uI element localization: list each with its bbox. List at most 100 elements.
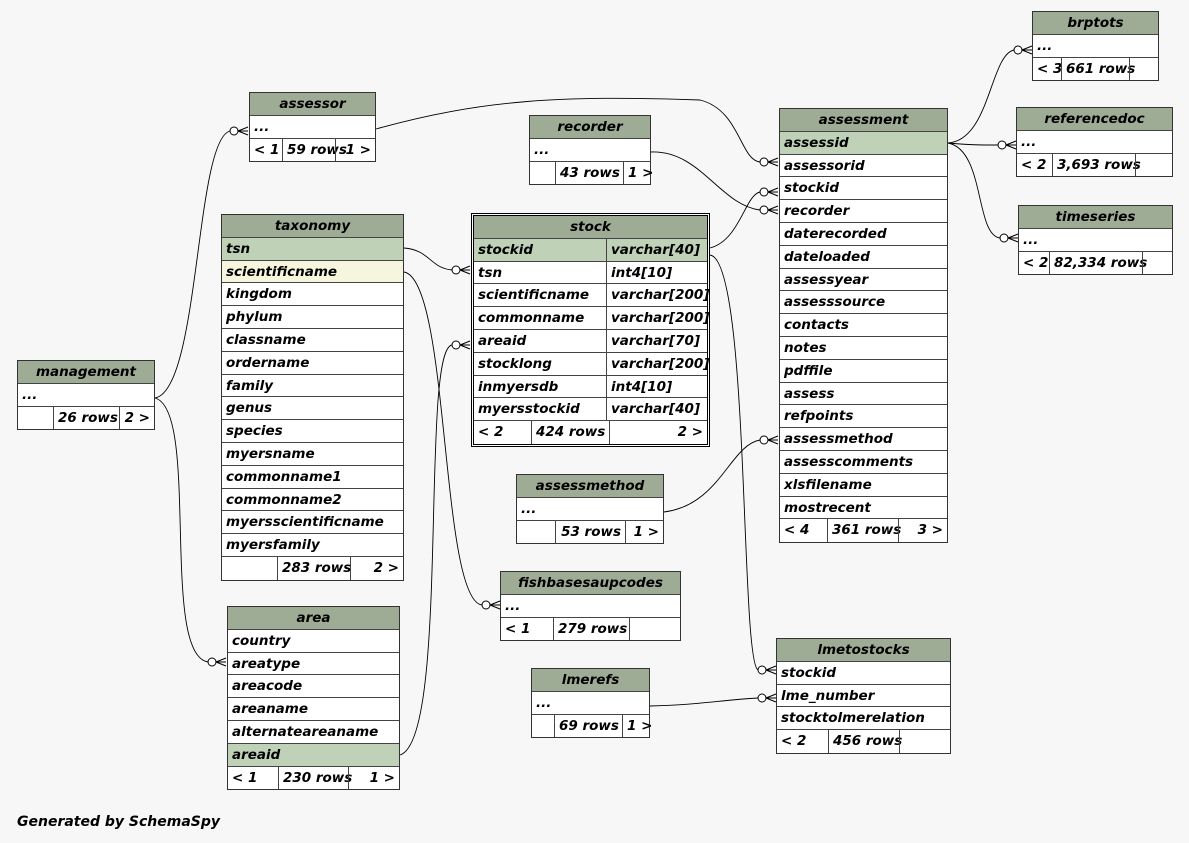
table-header[interactable]: lmetostocks (777, 639, 950, 662)
table-header[interactable]: assessment (780, 109, 947, 132)
table-header[interactable]: taxonomy (222, 215, 403, 238)
column-row[interactable]: commonname1 (222, 466, 403, 489)
column-row[interactable]: mostrecent (780, 497, 947, 520)
column-row[interactable]: recorder (780, 200, 947, 223)
column-row[interactable]: areatype (228, 653, 399, 676)
column-row[interactable]: assessyear (780, 269, 947, 292)
column-row[interactable]: stocktolmerelation (777, 707, 950, 731)
column-row[interactable]: myersfamily (222, 534, 403, 557)
column-row[interactable]: notes (780, 337, 947, 360)
column-row[interactable]: tsn (222, 237, 403, 261)
column-row[interactable]: phylum (222, 306, 403, 329)
children-count[interactable]: 3 > (898, 519, 947, 543)
children-count[interactable]: 1 > (335, 138, 375, 162)
column-row[interactable]: ... (1019, 229, 1172, 252)
parents-count[interactable]: < 1 (505, 620, 531, 637)
table-header[interactable]: assessor (250, 93, 375, 116)
children-count[interactable] (1135, 153, 1172, 177)
column-row[interactable]: assesscomments (780, 451, 947, 474)
table-header[interactable]: recorder (530, 116, 650, 139)
column-row[interactable]: ... (517, 498, 663, 521)
parents-count[interactable] (222, 557, 277, 580)
table-header[interactable]: area (228, 607, 399, 630)
column-row[interactable]: stockid (777, 662, 950, 685)
children-count[interactable]: 1 > (623, 161, 653, 185)
column-row[interactable]: assessmethod (780, 428, 947, 451)
column-row[interactable]: ... (1017, 131, 1172, 154)
column-row[interactable]: dateloaded (780, 246, 947, 269)
parents-count[interactable] (517, 521, 555, 544)
column-row[interactable]: ... (250, 116, 375, 139)
column-row[interactable]: country (228, 630, 399, 653)
column-row[interactable]: ordername (222, 352, 403, 375)
table-header[interactable]: brptots (1033, 12, 1158, 35)
children-count[interactable] (1129, 57, 1158, 81)
parents-count[interactable] (530, 162, 555, 185)
parents-count[interactable] (18, 407, 53, 430)
column-row[interactable]: kingdom (222, 283, 403, 307)
children-count[interactable]: 1 > (625, 520, 663, 544)
column-row[interactable]: ... (1033, 35, 1158, 58)
column-row[interactable]: classname (222, 329, 403, 352)
column-row[interactable]: areacode (228, 675, 399, 699)
table-header[interactable]: assessmethod (517, 475, 663, 498)
column-row[interactable]: assess (780, 383, 947, 406)
children-count[interactable]: 1 > (348, 766, 399, 790)
children-count[interactable]: 1 > (622, 714, 652, 738)
parents-count[interactable]: < 2 (1021, 156, 1047, 173)
column-row[interactable]: pdffile (780, 360, 947, 383)
column-row[interactable]: alternateareaname (228, 721, 399, 744)
column-row[interactable]: assesssource (780, 291, 947, 315)
children-count[interactable]: 2 > (119, 406, 154, 430)
column-row[interactable]: ... (530, 139, 650, 162)
parents-count[interactable]: < 2 (1023, 254, 1049, 271)
children-count[interactable]: 2 > (609, 421, 707, 444)
parents-count[interactable]: < 1 (254, 141, 280, 158)
column-row[interactable]: ... (18, 384, 154, 407)
table-header[interactable]: fishbasesaupcodes (501, 572, 680, 595)
column-row[interactable]: contacts (780, 314, 947, 337)
column-row[interactable]: scientificname (222, 260, 403, 284)
column-row[interactable]: commonname2 (222, 489, 403, 512)
children-count[interactable] (1142, 251, 1172, 275)
column-row[interactable]: stockid (780, 177, 947, 201)
column-row[interactable]: myersname (222, 443, 403, 466)
table-header[interactable]: referencedoc (1017, 108, 1172, 131)
table-header[interactable]: lmerefs (532, 669, 649, 692)
column-row[interactable]: lme_number (777, 685, 950, 708)
column-row[interactable]: assessorid (780, 155, 947, 178)
column-row[interactable]: family (222, 375, 403, 398)
parents-count[interactable]: < 2 (781, 733, 807, 750)
parents-count[interactable]: < 2 (478, 424, 504, 441)
column-row[interactable]: daterecorded (780, 223, 947, 246)
column-row[interactable]: species (222, 420, 403, 443)
parents-count[interactable]: < 4 (784, 522, 810, 539)
parents-count[interactable]: < 3 (1037, 60, 1063, 77)
table-header[interactable]: timeseries (1019, 206, 1172, 229)
column-row[interactable]: ... (532, 692, 649, 715)
children-count[interactable] (899, 730, 950, 753)
parents-count[interactable]: < 1 (232, 769, 258, 786)
column-row[interactable]: areaid (228, 743, 399, 767)
parents-count[interactable] (532, 715, 554, 738)
table-header[interactable]: stock (474, 216, 707, 239)
